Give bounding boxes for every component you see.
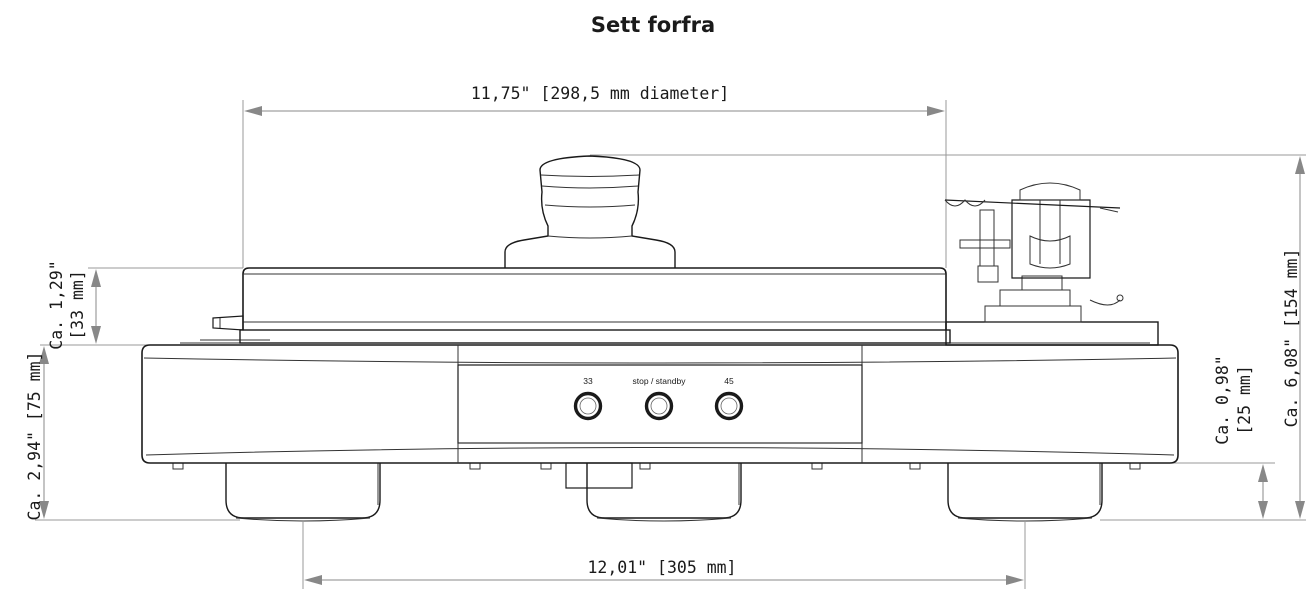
- button-stop-standby-label: stop / standby: [633, 376, 687, 386]
- total-height-dimension: Ca. 6,08" [154 mm]: [590, 154, 1306, 521]
- total-height-label: Ca. 6,08" [154 mm]: [1282, 249, 1301, 428]
- foot-center: [586, 463, 742, 522]
- record-clamp: [504, 155, 676, 268]
- platter-height-label-in: Ca. 1,29": [47, 260, 66, 349]
- foot-right: [947, 463, 1103, 522]
- platter-diameter-dimension: 11,75" [298,5 mm diameter]: [242, 84, 947, 268]
- control-buttons: 33 stop / standby 45: [573, 376, 744, 421]
- platter: [180, 267, 1150, 344]
- foot-height-label-in: Ca. 0,98": [1213, 355, 1232, 444]
- foot-spacing-dimension: 12,01" [305 mm]: [302, 522, 1026, 589]
- feet: [225, 462, 1103, 522]
- base-height-label: Ca. 2,94" [75 mm]: [25, 352, 44, 521]
- plinth: [141, 344, 1179, 464]
- button-33-label: 33: [583, 376, 593, 386]
- platter-diameter-label: 11,75" [298,5 mm diameter]: [471, 84, 729, 103]
- button-45-label: 45: [724, 376, 734, 386]
- platter-height-dimension: Ca. 1,29" [33 mm]: [40, 260, 243, 350]
- foot-spacing-label: 12,01" [305 mm]: [587, 558, 736, 577]
- foot-height-dimension: Ca. 0,98" [25 mm]: [1100, 355, 1275, 519]
- foot-left: [225, 463, 381, 522]
- base-studs: [172, 462, 1141, 470]
- page-title: Sett forfra: [591, 13, 715, 37]
- button-stop-standby[interactable]: stop / standby: [633, 376, 687, 421]
- button-33[interactable]: 33: [573, 376, 603, 421]
- button-45[interactable]: 45: [714, 376, 744, 421]
- tonearm-assembly: [944, 182, 1159, 346]
- connector-block: [565, 462, 633, 489]
- platter-height-label-mm: [33 mm]: [68, 270, 87, 340]
- foot-height-label-mm: [25 mm]: [1235, 365, 1254, 435]
- base-height-dimension: Ca. 2,94" [75 mm]: [25, 346, 240, 521]
